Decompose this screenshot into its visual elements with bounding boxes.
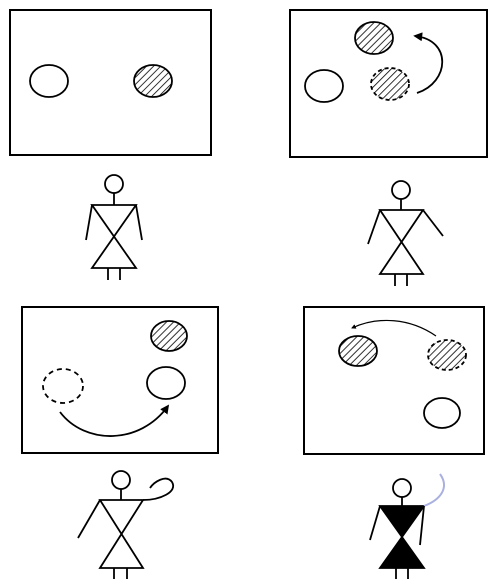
figure-head xyxy=(112,471,130,489)
figure-arm-right xyxy=(423,210,443,236)
figure-body xyxy=(100,500,143,568)
curved-arrow xyxy=(415,36,442,93)
figure-arm-left xyxy=(368,210,380,244)
panel-frame xyxy=(304,307,484,454)
figure-body-upper xyxy=(380,506,424,537)
stick-figure-4 xyxy=(370,474,444,579)
stick-figure-1 xyxy=(86,175,142,280)
figure-arm-left xyxy=(86,205,92,240)
figure-head xyxy=(393,479,411,497)
plain-circle xyxy=(30,65,68,97)
dashed-hatched-circle xyxy=(371,68,409,100)
figure-body xyxy=(92,205,136,268)
hatched-circle xyxy=(134,65,172,97)
figure-head xyxy=(392,181,410,199)
dashed-circle xyxy=(43,369,83,403)
plain-circle xyxy=(305,70,343,102)
panel-frame xyxy=(10,10,211,155)
panel-1 xyxy=(10,10,211,155)
plain-circle xyxy=(424,398,460,428)
hatched-circle xyxy=(355,22,393,54)
figure-body xyxy=(380,210,423,274)
figure-arm-waving xyxy=(143,479,173,500)
figure-head xyxy=(105,175,123,193)
panel-2 xyxy=(290,10,487,157)
panel-4 xyxy=(304,307,484,454)
curved-arrow xyxy=(60,406,168,436)
figure-arm-right xyxy=(136,205,142,240)
figure-arm-left xyxy=(370,506,380,540)
figure-arm-left xyxy=(78,500,100,538)
panel-3 xyxy=(22,307,218,453)
curved-arrow xyxy=(352,320,436,336)
plain-circle xyxy=(147,367,185,399)
dashed-hatched-circle xyxy=(428,340,466,370)
stick-figure-2 xyxy=(368,181,443,286)
hatched-circle xyxy=(151,321,187,351)
panel-frame xyxy=(22,307,218,453)
figure-arm-raised xyxy=(424,474,444,506)
figure-body-lower xyxy=(380,537,424,568)
hatched-circle xyxy=(339,336,377,366)
stick-figure-3 xyxy=(78,471,173,579)
